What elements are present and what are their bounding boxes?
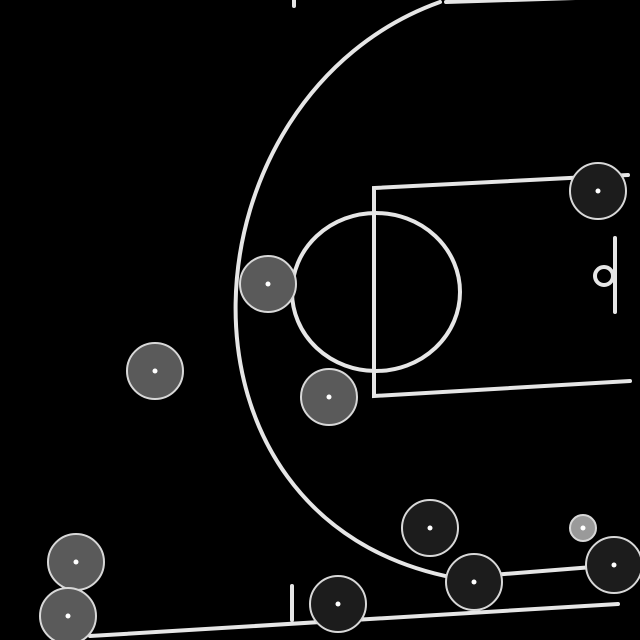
player-center-dot	[73, 559, 79, 565]
player-marker	[39, 587, 97, 640]
player-center-dot	[427, 525, 433, 531]
player-center-dot	[152, 368, 158, 374]
player-center-dot	[265, 281, 271, 287]
player-marker	[239, 255, 297, 313]
player-marker	[47, 533, 105, 591]
player-marker	[585, 536, 640, 594]
player-center-dot	[471, 579, 477, 585]
hoop-rim	[593, 265, 615, 287]
players-layer	[39, 162, 640, 640]
player-marker	[445, 553, 503, 611]
player-marker	[126, 342, 184, 400]
three-point-arc	[233, 0, 457, 580]
player-center-dot	[65, 613, 71, 619]
player-marker	[309, 575, 367, 633]
ball-marker	[569, 514, 597, 542]
player-marker	[569, 162, 627, 220]
player-center-dot	[326, 394, 332, 400]
player-marker	[300, 368, 358, 426]
player-marker	[401, 499, 459, 557]
ball-center-dot	[580, 525, 586, 531]
player-center-dot	[611, 562, 617, 568]
paint-key	[372, 173, 632, 399]
player-center-dot	[335, 601, 341, 607]
top-sideline	[444, 0, 576, 4]
player-center-dot	[595, 188, 601, 194]
